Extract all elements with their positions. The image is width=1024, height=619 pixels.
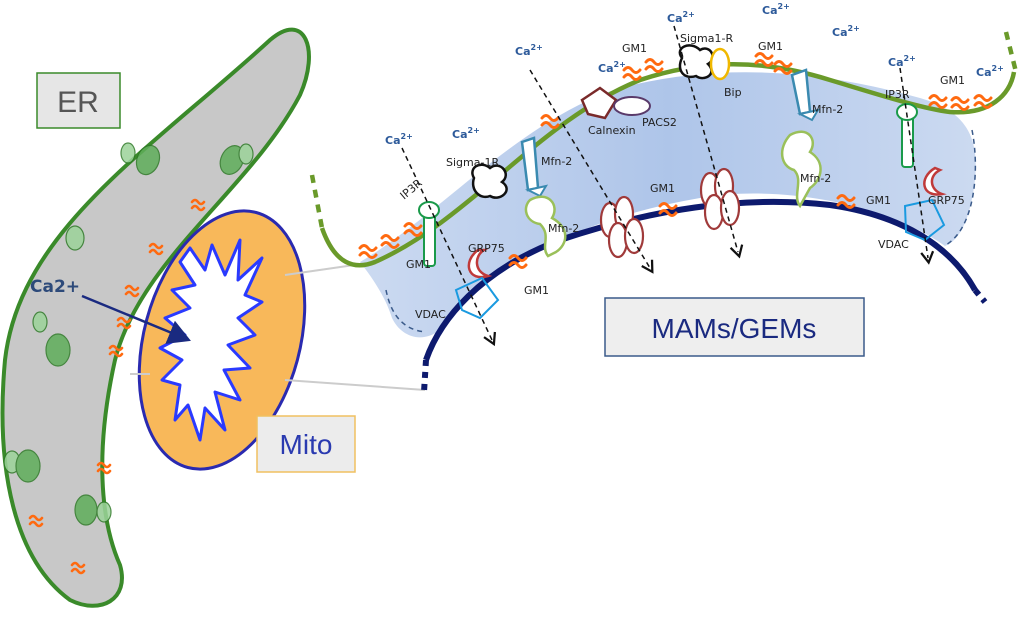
ca-label: Ca2+ — [515, 43, 543, 58]
mfn2-label: Mfn-2 — [812, 103, 843, 116]
outer-mito-membrane — [423, 198, 978, 361]
sigma1r-label: Sigma-1R — [446, 156, 499, 169]
protein-labels: IP3R IP3R GRP75 GRP75 VDAC VDAC Sigma-1R… — [398, 32, 965, 321]
gm1-label: GM1 — [406, 258, 431, 271]
mfn2-icon — [524, 195, 567, 258]
mfn2-label: Mfn-2 — [800, 172, 831, 185]
pore-cluster-icon — [699, 167, 741, 231]
grp75-icon — [923, 166, 947, 196]
er-organelle — [0, 27, 311, 608]
ca-flux-dashed-arrows — [401, 25, 935, 347]
ca2-main-label: Ca2+ — [30, 277, 80, 297]
gm1-label: GM1 — [622, 42, 647, 55]
pacs2-label: PACS2 — [642, 116, 677, 129]
ca-label: Ca2+ — [832, 24, 860, 39]
vdac-icon — [903, 198, 946, 242]
ip3r-channel-icon — [418, 201, 440, 267]
calnexin-label: Calnexin — [588, 124, 636, 137]
mams-label-box — [604, 297, 865, 357]
gm1-label: GM1 — [866, 194, 891, 207]
ca-label: Ca2+ — [452, 126, 480, 141]
bip-label: Bip — [724, 86, 742, 99]
gm1-label: GM1 — [650, 182, 675, 195]
ca-labels: Ca2+ Ca2+ Ca2+ Ca2+ Ca2+ Ca2+ Ca2+ Ca2+ … — [385, 2, 1004, 147]
ca-label: Ca2+ — [888, 54, 916, 69]
zoom-line-bottom — [284, 379, 426, 391]
er-label: ER — [57, 86, 99, 119]
ip3r-label: IP3R — [885, 88, 910, 101]
sigma1r-label: Sigma1-R — [680, 32, 733, 45]
er-ribosome-icon — [3, 142, 254, 526]
ca-label: Ca2+ — [976, 64, 1004, 79]
gm1-label: GM1 — [524, 284, 549, 297]
calnexin-icon — [580, 86, 618, 120]
mams-label: MAMs/GEMs — [652, 313, 817, 344]
ip3r-label: IP3R — [398, 176, 425, 202]
mitochondrion — [137, 209, 307, 471]
mfn2-icon — [781, 130, 822, 209]
ca-label: Ca2+ — [667, 10, 695, 25]
er-label-box — [36, 72, 121, 129]
mfn2-icon — [790, 68, 821, 122]
pore-cluster-icon — [599, 195, 645, 259]
bip-icon — [709, 47, 731, 81]
sigma1r-icon — [678, 44, 714, 80]
grp75-icon — [467, 248, 493, 279]
vdac-label: VDAC — [415, 308, 446, 321]
ip3r-channel-icon — [896, 103, 918, 168]
mam-region — [360, 72, 976, 338]
gm1-label: GM1 — [758, 40, 783, 53]
grp75-label: GRP75 — [468, 242, 505, 255]
mito-label: Mito — [280, 429, 333, 460]
mito-label-box — [256, 415, 356, 473]
ca-label: Ca2+ — [385, 132, 413, 147]
mfn2-icon — [520, 136, 549, 198]
mfn2-label: Mfn-2 — [548, 222, 579, 235]
mfn2-label: Mfn-2 — [541, 155, 572, 168]
ca-label: Ca2+ — [598, 60, 626, 75]
vdac-label: VDAC — [878, 238, 909, 251]
sigma1r-icon — [471, 163, 508, 199]
ca-label: Ca2+ — [762, 2, 790, 17]
grp75-label: GRP75 — [928, 194, 965, 207]
gm1-label: GM1 — [940, 74, 965, 87]
vdac-icon — [454, 276, 500, 320]
ca2-flux-arrow — [81, 294, 191, 344]
pacs2-icon — [613, 96, 651, 116]
